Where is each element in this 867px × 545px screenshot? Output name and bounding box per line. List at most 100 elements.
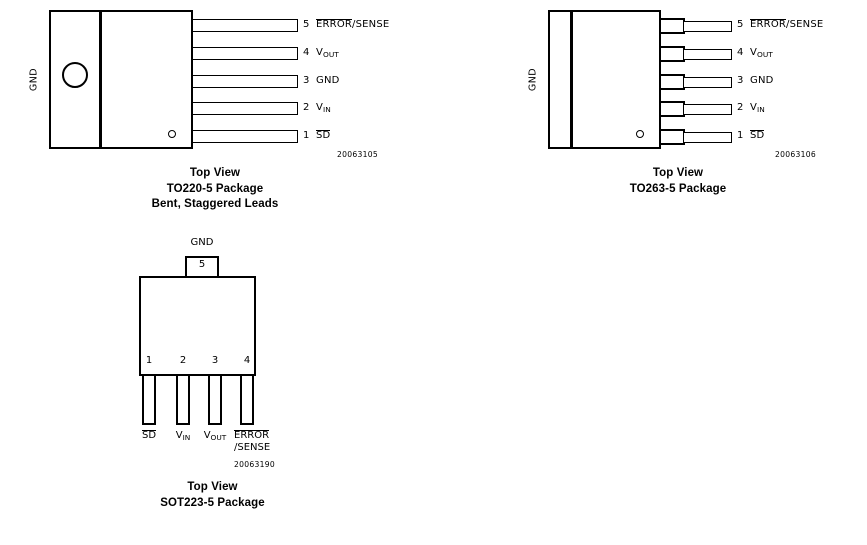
caption-to263-5: Top View TO263-5 Package (578, 166, 778, 197)
pin-number: 3 (737, 75, 744, 86)
subscript-text: OUT (757, 49, 773, 59)
caption-line-2: TO220-5 Package (166, 182, 264, 195)
pin-number: 3 (303, 75, 310, 86)
pin-name: GND (316, 75, 340, 86)
pin-number-1: 1 (145, 355, 153, 366)
pin-label-2: 2 VIN (303, 102, 331, 114)
overline-text: ERROR (234, 430, 270, 441)
pin-number: 5 (303, 19, 310, 30)
drawing-number: 20063106 (775, 150, 817, 159)
overline-text: SD (141, 430, 157, 441)
pin-name: VOUT (316, 47, 339, 59)
pin-name: VOUT (750, 47, 773, 59)
caption-line-1: Top View (187, 481, 238, 493)
lead-outer-pin-2 (683, 104, 732, 115)
lead-pin-2 (176, 373, 190, 425)
heat-tab-divider (570, 10, 573, 149)
lead-pin-2 (190, 102, 298, 115)
pin-name: ERROR/SENSE (750, 19, 823, 31)
caption-line-1: Top View (189, 167, 241, 179)
subscript-text: OUT (323, 49, 339, 59)
subscript-text: OUT (210, 432, 227, 442)
pin-number: 4 (303, 47, 310, 58)
tab-pin-number: 5 (198, 259, 206, 270)
lead-pin-3 (190, 75, 298, 88)
pin-number-3: 3 (211, 355, 219, 366)
pin-number: 1 (303, 130, 310, 141)
lead-pin-4 (190, 47, 298, 60)
base-text: V (750, 102, 758, 113)
overline-text: SD (750, 130, 765, 141)
pin-label-3: VOUT (198, 430, 232, 442)
caption-line-1: Top View (652, 167, 704, 179)
pin-label-5: 5 ERROR/SENSE (737, 19, 823, 31)
pin-number: 4 (737, 47, 744, 58)
package-body-to263-5 (548, 10, 661, 149)
pin-name: VIN (316, 102, 331, 114)
pin-label-4: 4 VOUT (737, 47, 773, 59)
pin-label-1: 1 SD (303, 130, 331, 142)
overline-text: ERROR (316, 19, 353, 30)
pin-name: SD (316, 130, 331, 142)
base-text: V (316, 102, 324, 113)
pin-number: 2 (303, 102, 310, 113)
lead-inner-pin-3 (657, 74, 685, 90)
pin-name: ERROR/SENSE (316, 19, 389, 31)
pin-label-1: 1 SD (737, 130, 765, 142)
package-body-sot223-5 (139, 276, 256, 376)
subscript-text: IN (323, 104, 331, 114)
pin-number-4: 4 (243, 355, 251, 366)
lead-inner-pin-5 (657, 18, 685, 34)
pin-number-2: 2 (179, 355, 187, 366)
pin-label-4: ERROR /SENSE (234, 430, 282, 453)
pin-label-2: 2 VIN (737, 102, 765, 114)
overline-text-wrap: ERROR (234, 430, 282, 442)
base-text: V (175, 430, 183, 441)
pin-name: GND (750, 75, 774, 86)
subscript-text: IN (182, 432, 191, 442)
drawing-number: 20063105 (337, 150, 379, 159)
base-text: V (750, 47, 758, 58)
lead-inner-pin-2 (657, 101, 685, 117)
plain-text: /SENSE (352, 19, 390, 30)
caption-line-2: SOT223-5 Package (160, 496, 265, 509)
lead-outer-pin-4 (683, 49, 732, 60)
pin-number: 5 (737, 19, 744, 30)
base-text: V (316, 47, 324, 58)
lead-inner-pin-4 (657, 46, 685, 62)
pin-name: VIN (750, 102, 765, 114)
lead-pin-5 (190, 19, 298, 32)
pin-label-3: 3 GND (737, 75, 774, 86)
overline-text: ERROR (750, 19, 787, 30)
heat-tab-gnd-label: GND (28, 67, 40, 92)
heat-tab-gnd-label: GND (527, 67, 539, 92)
pin-name: SD (750, 130, 765, 142)
pin-label-2: VIN (167, 430, 199, 442)
pin-label-3: 3 GND (303, 75, 340, 86)
pin-number: 2 (737, 102, 744, 113)
pin-label-1: SD (133, 430, 165, 442)
drawing-number: 20063190 (234, 460, 276, 469)
caption-line-2: TO263-5 Package (629, 182, 727, 195)
overline-text: SD (316, 130, 331, 141)
lead-outer-pin-5 (683, 21, 732, 32)
pin-1-marker-dot (168, 130, 176, 138)
pin-label-5: 5 ERROR/SENSE (303, 19, 389, 31)
lead-inner-pin-1 (657, 129, 685, 145)
heat-tab-divider (99, 10, 102, 149)
tab-gnd-label: GND (190, 237, 214, 248)
base-text: V (203, 430, 211, 441)
plain-text: /SENSE (234, 441, 271, 453)
lead-outer-pin-3 (683, 77, 732, 88)
lead-pin-3 (208, 373, 222, 425)
plain-text: /SENSE (786, 19, 824, 30)
pin-1-marker-dot (636, 130, 644, 138)
lead-outer-pin-1 (683, 132, 732, 143)
lead-pin-1 (190, 130, 298, 143)
subscript-text: IN (757, 104, 765, 114)
caption-line-3: Bent, Staggered Leads (151, 198, 279, 210)
lead-pin-4 (240, 373, 254, 425)
pin-number: 1 (737, 130, 744, 141)
mounting-hole (62, 62, 88, 88)
lead-pin-1 (142, 373, 156, 425)
